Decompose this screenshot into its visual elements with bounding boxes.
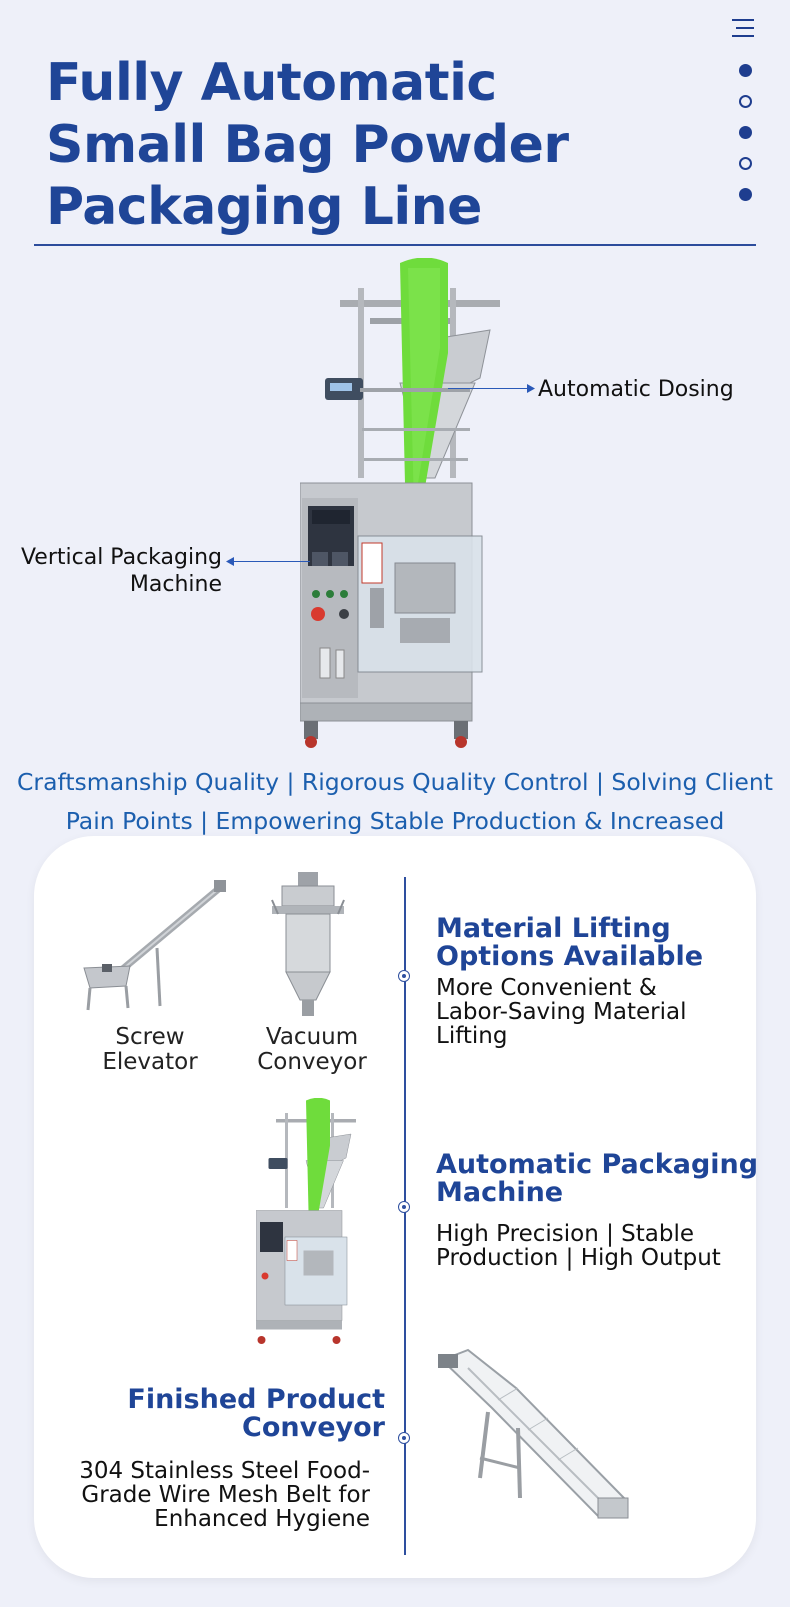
- vertical-callout-line: [230, 561, 310, 563]
- screw-elevator-label-1: Screw: [115, 1024, 185, 1050]
- menu-icon[interactable]: [731, 18, 755, 38]
- vacuum-conveyor-label-2: Conveyor: [257, 1049, 367, 1075]
- title-line-2: Small Bag Powder: [46, 115, 569, 175]
- pager-dot-3[interactable]: [739, 126, 752, 139]
- packaging-title: Automatic Packaging Machine: [436, 1151, 758, 1207]
- lifting-desc-1: More Convenient &: [436, 975, 657, 1001]
- finished-product-conveyor-image: [438, 1348, 629, 1519]
- packaging-desc-1: High Precision | Stable: [436, 1221, 695, 1247]
- dosing-callout: Automatic Dosing: [538, 377, 734, 402]
- pager-dot-2[interactable]: [739, 95, 752, 108]
- vacuum-conveyor-label-1: Vacuum: [265, 1024, 359, 1050]
- vertical-callout: Vertical Packaging Machine: [16, 544, 222, 598]
- tagline-line1: Craftsmanship Quality | Rigorous Quality…: [17, 768, 773, 796]
- packaging-desc-2: Production | High Output: [436, 1245, 721, 1271]
- lifting-title-1: Material Lifting: [436, 913, 671, 944]
- timeline-line: [404, 877, 406, 1555]
- lifting-desc-2: Labor-Saving Material: [436, 999, 687, 1025]
- screw-elevator-label: Screw Elevator: [90, 1025, 210, 1075]
- conveyor-title: Finished Product Conveyor: [80, 1386, 385, 1442]
- conveyor-desc-1: 304 Stainless Steel Food-: [79, 1458, 370, 1484]
- title-line-3: Packaging Line: [46, 177, 482, 237]
- lifting-desc: More Convenient & Labor-Saving Material …: [436, 976, 686, 1048]
- conveyor-desc-3: Enhanced Hygiene: [154, 1506, 370, 1532]
- vacuum-conveyor-image: [271, 872, 345, 1016]
- lifting-title: Material Lifting Options Available: [436, 915, 703, 971]
- timeline-node-3: [398, 1432, 410, 1444]
- title-divider: [34, 244, 756, 246]
- packaging-title-2: Machine: [436, 1177, 564, 1208]
- title-line-1: Fully Automatic: [46, 53, 497, 113]
- features-card: [34, 836, 756, 1578]
- pager-dot-5[interactable]: [739, 188, 752, 201]
- conveyor-desc: 304 Stainless Steel Food- Grade Wire Mes…: [60, 1459, 370, 1531]
- screw-elevator-label-2: Elevator: [102, 1049, 198, 1075]
- conveyor-desc-2: Grade Wire Mesh Belt for: [81, 1482, 370, 1508]
- page-title: Fully Automatic Small Bag Powder Packagi…: [46, 52, 569, 238]
- lifting-title-2: Options Available: [436, 941, 704, 972]
- conveyor-title-1: Finished Product: [127, 1384, 385, 1415]
- pager-dot-4[interactable]: [739, 157, 752, 170]
- packaging-title-1: Automatic Packaging: [436, 1149, 759, 1180]
- packaging-machine-small-image: [256, 1098, 356, 1344]
- vertical-callout-line1: Vertical Packaging: [20, 545, 222, 570]
- screw-elevator-image: [83, 880, 226, 1011]
- lifting-desc-3: Lifting: [436, 1023, 508, 1049]
- pager-dot-1[interactable]: [739, 64, 752, 77]
- vertical-callout-line2: Machine: [129, 572, 222, 597]
- conveyor-title-2: Conveyor: [242, 1412, 385, 1443]
- arrow-left-icon: [226, 557, 234, 566]
- packaging-machine-image: [300, 258, 500, 748]
- timeline-node-2: [398, 1201, 410, 1213]
- dosing-callout-line: [448, 388, 534, 390]
- arrow-right-icon: [527, 384, 535, 393]
- packaging-desc: High Precision | Stable Production | Hig…: [436, 1222, 721, 1270]
- timeline-node-1: [398, 970, 410, 982]
- vacuum-conveyor-label: Vacuum Conveyor: [252, 1025, 372, 1075]
